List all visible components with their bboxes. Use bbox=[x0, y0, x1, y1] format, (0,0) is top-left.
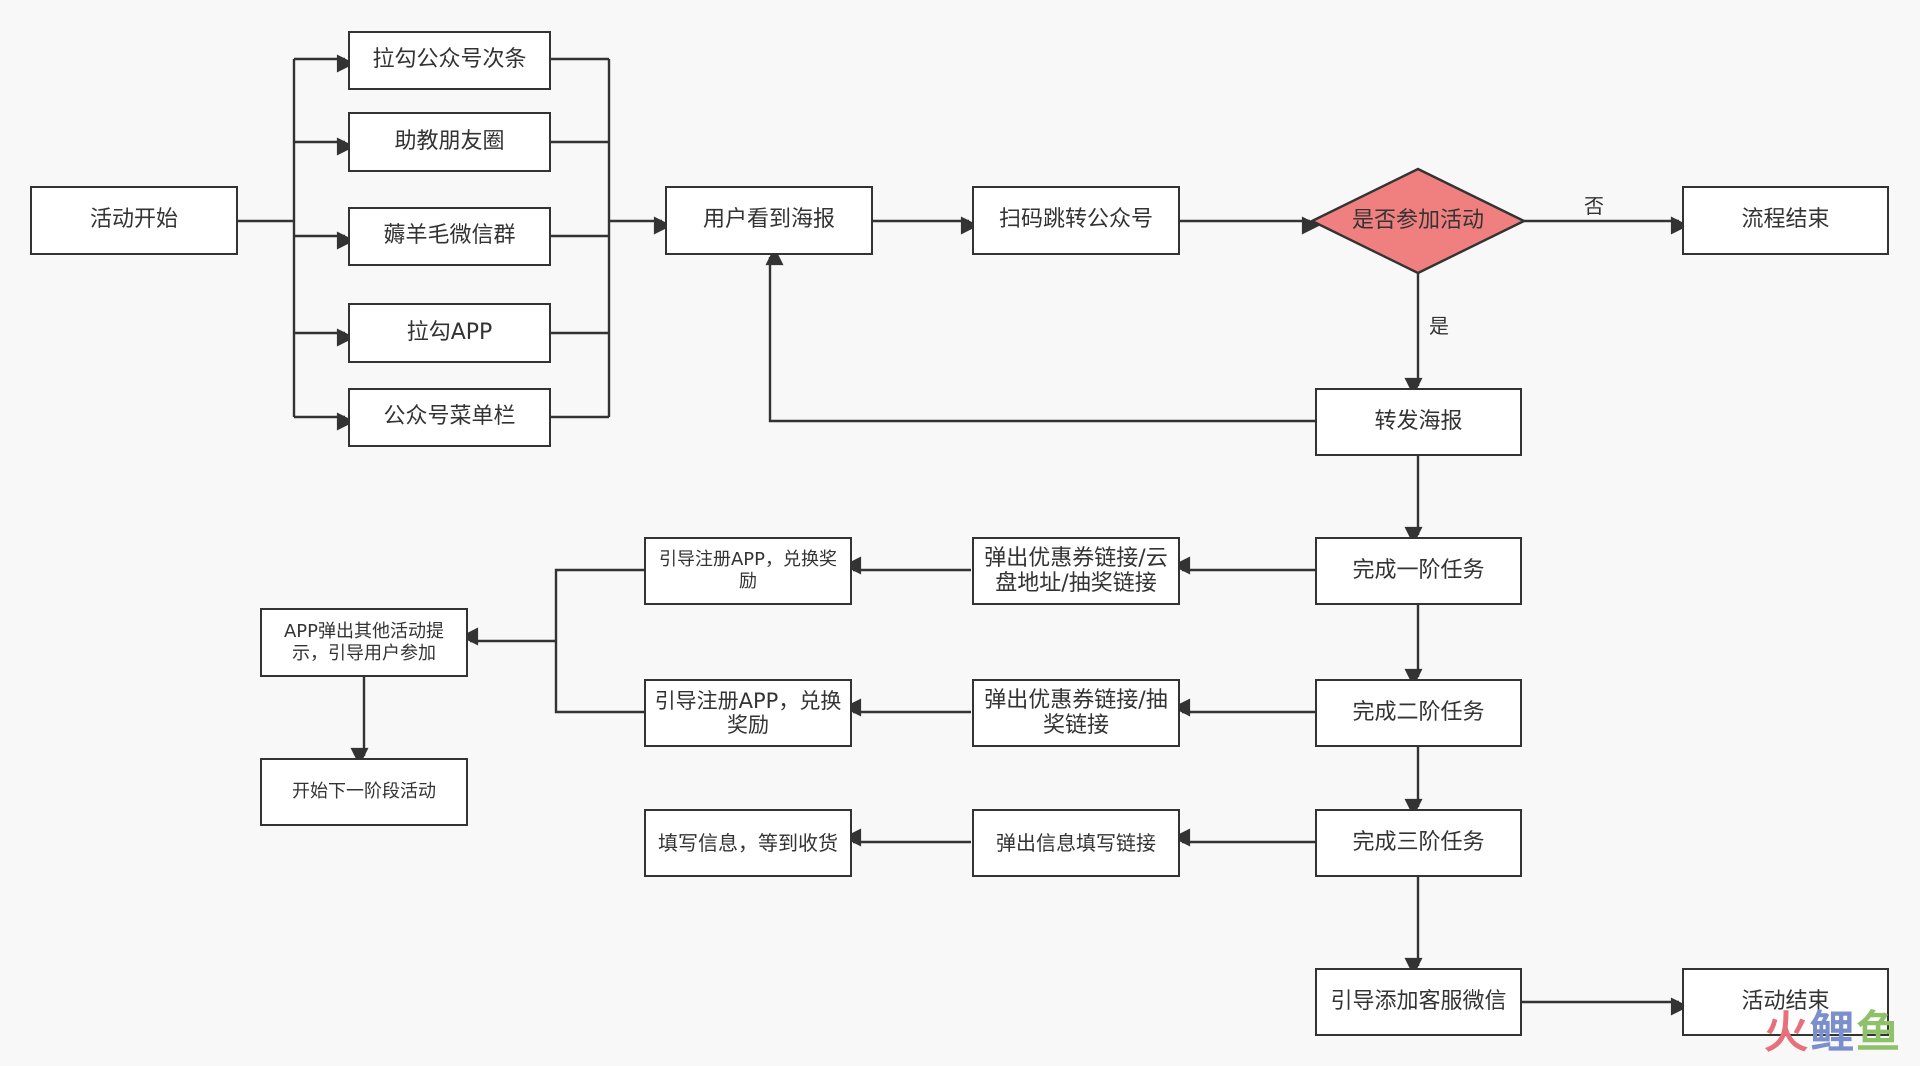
node-decision-join-activity: 是否参加活动 bbox=[1351, 207, 1484, 233]
watermark-logo: 火鲤鱼 bbox=[1764, 1007, 1902, 1058]
edge-reg-merge bbox=[554, 568, 644, 714]
node-stage2-complete: 完成二阶任务 bbox=[1315, 679, 1522, 747]
node-scan-to-wechat: 扫码跳转公众号 bbox=[972, 186, 1180, 255]
edge-label-no: 否 bbox=[1584, 194, 1604, 218]
node-source-ta-moments: 助教朋友圈 bbox=[348, 112, 551, 172]
node-fill-info: 填写信息，等到收货 bbox=[644, 809, 852, 877]
node-activity-start: 活动开始 bbox=[30, 186, 238, 255]
node-source-lagou-app: 拉勾APP bbox=[348, 303, 551, 363]
node-user-sees-poster: 用户看到海报 bbox=[665, 186, 873, 255]
edge-src-merge bbox=[551, 57, 611, 419]
node-start-next-stage: 开始下一阶段活动 bbox=[260, 758, 468, 826]
node-guide-add-wechat: 引导添加客服微信 bbox=[1315, 968, 1522, 1036]
edge-forward-to-see bbox=[765, 247, 1315, 423]
node-popup-coupon-cloud-lottery: 弹出优惠券链接/云盘地址/抽奖链接 bbox=[972, 537, 1180, 605]
edge-label-yes: 是 bbox=[1429, 314, 1449, 338]
node-forward-poster: 转发海报 bbox=[1315, 388, 1522, 456]
edge-start-trunk bbox=[238, 59, 296, 417]
node-stage1-complete: 完成一阶任务 bbox=[1315, 537, 1522, 605]
node-source-lagou-wechat-secondary: 拉勾公众号次条 bbox=[348, 31, 551, 90]
node-stage3-complete: 完成三阶任务 bbox=[1315, 809, 1522, 877]
node-popup-coupon-lottery: 弹出优惠券链接/抽奖链接 bbox=[972, 679, 1180, 747]
node-app-other-activity-prompt: APP弹出其他活动提示，引导用户参加 bbox=[260, 608, 468, 677]
node-activity-end: 活动结束 bbox=[1682, 968, 1889, 1036]
node-flow-end: 流程结束 bbox=[1682, 186, 1889, 255]
node-register-app-reward-2: 引导注册APP，兑换奖励 bbox=[644, 679, 852, 747]
node-source-deal-wechat-group: 薅羊毛微信群 bbox=[348, 207, 551, 266]
node-register-app-reward-1: 引导注册APP，兑换奖励 bbox=[644, 537, 852, 605]
node-popup-info-form: 弹出信息填写链接 bbox=[972, 809, 1180, 877]
node-source-wechat-menu: 公众号菜单栏 bbox=[348, 388, 551, 447]
